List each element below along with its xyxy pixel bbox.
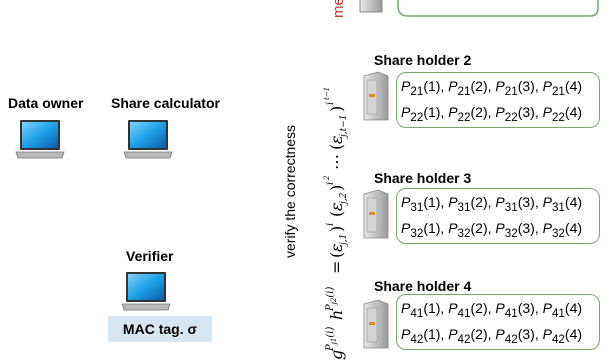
- svg-text:i: i: [325, 102, 336, 105]
- svg-text:(: (: [327, 211, 346, 217]
- share-holder-4-row2: P42(1), P42(2), P42(3), P42(4): [401, 325, 583, 346]
- share-calculator-label: Share calculator: [111, 95, 220, 111]
- svg-text:(: (: [327, 144, 346, 150]
- svg-text:Pj2(i): Pj2(i): [325, 287, 338, 312]
- top-clipped-text: me: [330, 0, 347, 18]
- svg-text:h: h: [327, 310, 346, 320]
- share-holder-4-title: Share holder 4: [374, 278, 472, 294]
- svg-text:ε: ε: [327, 202, 346, 211]
- share-holder-2-box: P21(1), P21(2), P21(3), P21(4) P22(1), P…: [396, 72, 600, 128]
- share-holder-2-server-icon: [363, 71, 389, 121]
- share-holder-3-box: P31(1), P31(2), P31(3), P31(4) P32(1), P…: [396, 188, 600, 244]
- svg-text:g: g: [327, 350, 346, 360]
- svg-text:ε: ε: [327, 243, 346, 252]
- svg-text:j,2: j,2: [339, 192, 349, 206]
- svg-text:⋯: ⋯: [327, 154, 346, 170]
- data-owner-laptop-icon: [15, 120, 65, 159]
- svg-text:ε: ε: [327, 135, 346, 144]
- svg-text:(: (: [327, 252, 346, 258]
- verify-correctness-text: verify the correctness: [282, 124, 298, 258]
- svg-text:): ): [327, 226, 346, 232]
- mac-tag-box: MAC tag. σ: [108, 316, 212, 342]
- share-holder-2-title: Share holder 2: [374, 52, 472, 68]
- share-holder-3-row2: P32(1), P32(2), P32(3), P32(4): [401, 219, 583, 240]
- svg-text:j,t−1: j,t−1: [339, 114, 349, 139]
- top-clipped-holder: [359, 0, 599, 17]
- share-holder-3-title: Share holder 3: [374, 170, 472, 186]
- svg-text:i: i: [325, 182, 336, 185]
- svg-text:=: =: [327, 261, 346, 274]
- share-calculator-laptop-icon: [123, 120, 173, 159]
- verification-formula: g Pj1(i) h Pj2(i) = ( ε j,1 ) i ( ε j,2 …: [323, 87, 349, 360]
- share-holder-3-row1: P31(1), P31(2), P31(3), P31(4): [401, 194, 583, 214]
- data-owner-label: Data owner: [8, 95, 84, 111]
- svg-text:2: 2: [323, 175, 331, 181]
- svg-text:i: i: [325, 223, 336, 226]
- verifier-laptop-icon: [121, 272, 171, 311]
- svg-text:Pj1(i): Pj1(i): [325, 327, 338, 352]
- svg-text:j,1: j,1: [339, 234, 349, 247]
- svg-text:): ): [327, 185, 346, 191]
- share-holder-4-server-icon: [363, 299, 389, 349]
- share-holder-3-server-icon: [363, 189, 389, 239]
- verifier-label: Verifier: [126, 248, 174, 264]
- share-holder-2-row2: P22(1), P22(2), P22(3), P22(4): [401, 103, 583, 124]
- share-holder-4-row1: P41(1), P41(2), P41(3), P41(4): [401, 300, 583, 320]
- svg-text:t−1: t−1: [323, 87, 331, 100]
- svg-text:): ): [327, 106, 346, 112]
- share-holder-2-row1: P21(1), P21(2), P21(3), P21(4): [401, 78, 583, 98]
- share-holder-4-box: P41(1), P41(2), P41(3), P41(4) P42(1), P…: [396, 294, 600, 350]
